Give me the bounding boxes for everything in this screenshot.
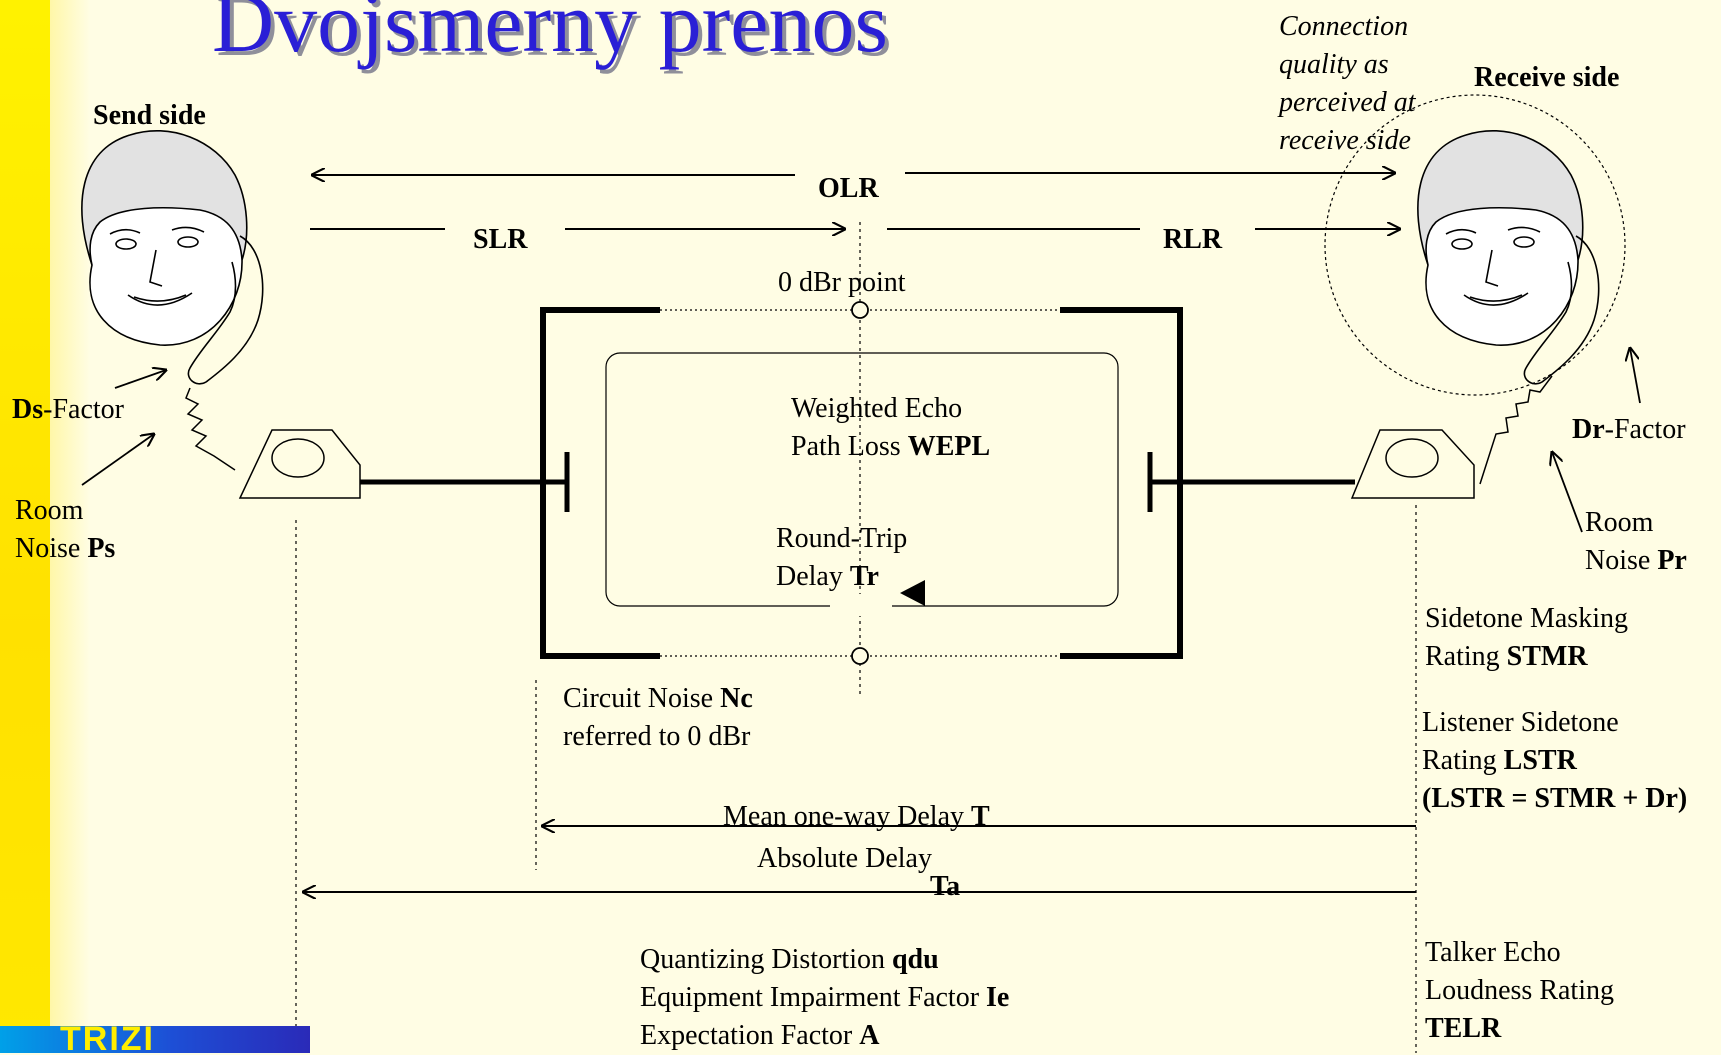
room-noise-ps-label: Room Noise Ps (15, 495, 116, 564)
olr-arrow (312, 173, 1395, 175)
receive-person-icon (1417, 130, 1600, 385)
receive-phone-icon (1350, 375, 1553, 499)
impairment-factors-list: Quantizing Distortion qdu Equipment Impa… (640, 944, 1010, 1051)
room-noise-ps-arrow (81, 434, 154, 486)
dr-factor-arrow (1630, 348, 1641, 404)
absolute-delay-symbol: Ta (930, 871, 961, 902)
left-accent-strip (0, 0, 50, 1053)
ds-factor-label: Ds-Factor (12, 394, 124, 425)
send-phone-icon (185, 387, 361, 499)
echo-path-arrowhead (900, 580, 925, 606)
circuit-noise-label: Circuit Noise Nc referred to 0 dBr (563, 683, 753, 752)
zero-dbr-point-bottom (851, 647, 869, 665)
logo-text: TRIŽI (60, 1026, 155, 1053)
send-person-icon (81, 130, 264, 385)
receive-side-label: Receive side (1474, 62, 1620, 93)
zero-dbr-label: 0 dBr point (778, 267, 906, 298)
room-noise-pr-arrow (1552, 452, 1583, 533)
quality-note: Connection quality as perceived at recei… (1279, 11, 1416, 156)
zero-dbr-point-top (851, 301, 869, 319)
send-side-label: Send side (93, 100, 206, 131)
mean-delay-label: Mean one-way Delay T (723, 801, 990, 832)
lstr-label: Listener Sidetone Rating LSTR (LSTR = ST… (1422, 707, 1688, 814)
rlr-label: RLR (1163, 224, 1223, 255)
left-accent-fade (50, 0, 90, 1053)
dr-factor-label: Dr-Factor (1572, 414, 1686, 445)
wepl-label: Weighted Echo Path Loss WEPL (791, 393, 991, 462)
absolute-delay-label: Absolute Delay (757, 843, 932, 874)
stmr-label: Sidetone Masking Rating STMR (1425, 603, 1628, 672)
slide-title: Dvojsmerny prenos (212, 0, 888, 70)
telr-label: Talker Echo Loudness Rating TELR (1425, 937, 1614, 1044)
ds-factor-arrow (114, 370, 166, 389)
olr-label: OLR (818, 173, 879, 204)
room-noise-pr-label: Room Noise Pr (1585, 507, 1687, 576)
slr-label: SLR (473, 224, 528, 255)
receive-side-focus-circle (1324, 94, 1626, 396)
round-trip-delay-label: Round-Trip Delay Tr (776, 523, 908, 592)
logo-banner: TRIŽI (0, 1026, 310, 1053)
